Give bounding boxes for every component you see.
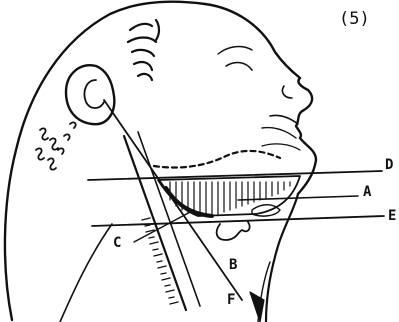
label-d: D — [385, 158, 393, 172]
neck-front-outline — [266, 194, 298, 322]
hyoid-structure — [217, 222, 250, 240]
label-f: F — [227, 293, 235, 307]
measuring-ruler — [124, 132, 200, 310]
chin-crease — [262, 144, 300, 150]
pointer-line-c — [134, 210, 194, 242]
hair-strands — [128, 20, 159, 80]
figure-number: (5) — [339, 11, 370, 28]
neck-back-outline — [60, 224, 112, 322]
label-e: E — [388, 209, 396, 223]
ear-outline — [66, 65, 114, 124]
nostril-mark — [282, 86, 292, 98]
lip-mark — [262, 128, 296, 138]
label-a: A — [363, 185, 371, 199]
brow-mark — [218, 47, 252, 54]
neck-hair-marks — [36, 122, 76, 169]
line-e — [92, 216, 384, 226]
label-c: C — [113, 236, 121, 250]
mandible-dashed-line — [154, 151, 280, 168]
label-b: B — [229, 258, 237, 272]
head-back-outline — [5, 2, 205, 320]
ear-inner — [84, 80, 104, 108]
mouth-mark — [270, 115, 298, 124]
face-profile-outline — [205, 4, 316, 194]
eye-mark — [226, 63, 252, 70]
